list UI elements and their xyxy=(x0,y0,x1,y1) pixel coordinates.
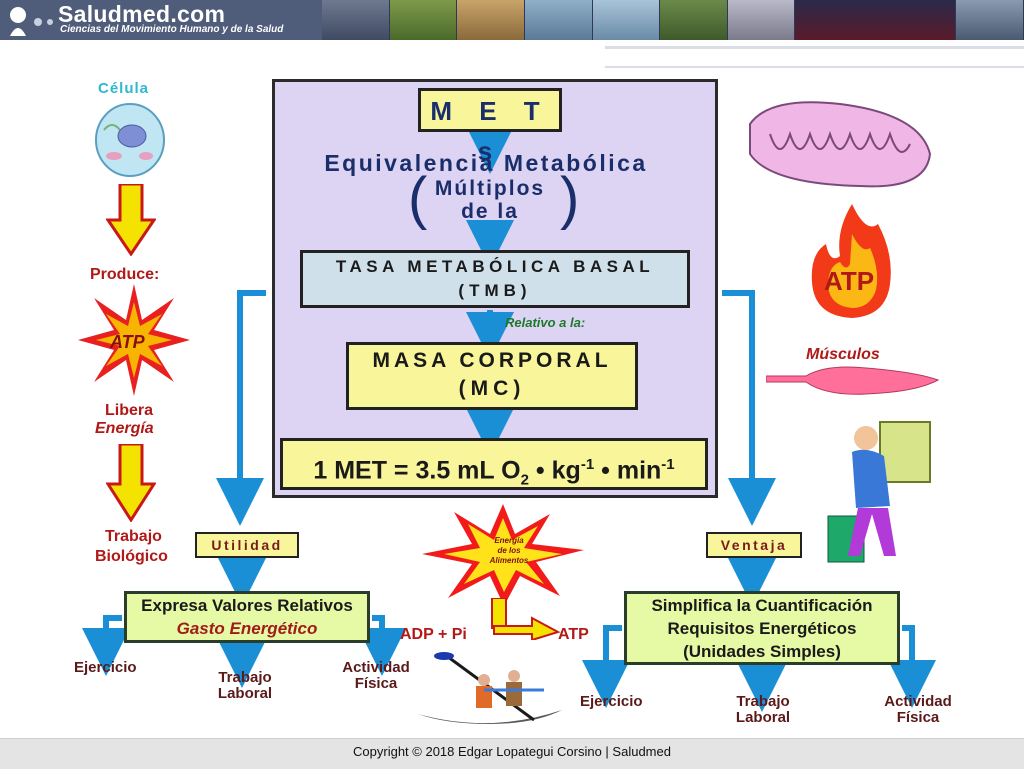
site-tagline: Ciencias del Movimiento Humano y de la S… xyxy=(60,24,284,35)
photo-gymnast xyxy=(592,0,661,40)
left-parenthesis: ( xyxy=(408,166,428,231)
worker-carrying-boxes-icon xyxy=(827,421,931,563)
masa-line2: (MC) xyxy=(458,377,526,400)
energia-alimentos-label: Energía de los Alimentos xyxy=(473,536,545,566)
energy-to-atp-arrow-icon xyxy=(491,598,561,640)
trabajo-left-label-2: Laboral xyxy=(217,685,273,702)
copyright-text: Copyright © 2018 Edgar Lopategui Corsino… xyxy=(353,744,671,759)
equivalencia-title: Equivalencia Metabólica xyxy=(324,150,648,176)
trabajo-right-label-1: Trabajo xyxy=(736,693,790,710)
arrow-to-ejercicio-right xyxy=(582,625,630,708)
trabajo-biologico-label-1: Trabajo xyxy=(105,528,162,545)
masa-box xyxy=(346,342,638,410)
photo-climber xyxy=(457,0,525,40)
photo-ecg-heart xyxy=(795,0,957,40)
trabajo-biologico-label-2: Biológico xyxy=(95,548,168,565)
multiplos-line1: Múltiplos xyxy=(434,177,546,200)
formula-min-exp: -1 xyxy=(661,456,675,473)
down-arrow-icon xyxy=(106,184,156,256)
photo-treadmill xyxy=(727,0,796,40)
produce-label: Produce: xyxy=(90,266,160,283)
mets-title: M E T s xyxy=(418,88,562,166)
right-parenthesis: ) xyxy=(560,166,580,231)
formula-dot-1: • xyxy=(535,456,545,485)
flame-icon xyxy=(811,204,891,318)
energia-alimentos-line3: Alimentos xyxy=(489,556,529,565)
tmb-box xyxy=(300,250,690,308)
actividad-left-label-1: Actividad xyxy=(342,659,410,676)
trabajo-left-label-1: Trabajo xyxy=(218,669,272,686)
footer xyxy=(0,738,1024,769)
arrow-to-actividad-right xyxy=(888,625,936,708)
simplifica-line2: Requisitos Energéticos xyxy=(667,619,857,638)
site-header: Saludmed.com Ciencias del Movimiento Hum… xyxy=(0,0,1024,40)
arrow-to-ejercicio-left xyxy=(82,615,130,676)
photo-forest xyxy=(389,0,458,40)
formula-prefix: 1 MET = 3.5 mL O xyxy=(313,456,521,485)
photo-stretch xyxy=(660,0,728,40)
arrow-to-actividad-left xyxy=(358,615,406,676)
formula-kg-exp: -1 xyxy=(580,456,595,473)
simplifica-line3: (Unidades Simples) xyxy=(683,642,841,661)
simplifica-line1: Simplifica la Cuantificación xyxy=(651,596,873,615)
actividad-right-label-2: Física xyxy=(896,709,940,726)
ejercicio-right-label: Ejercicio xyxy=(580,693,643,710)
ventaja-label: Ventaja xyxy=(706,532,802,558)
expresa-box xyxy=(124,591,370,643)
simplifica-box xyxy=(624,591,900,665)
down-arrow-icon xyxy=(106,444,156,522)
kayak-icon xyxy=(418,652,562,724)
energy-starburst-icon xyxy=(422,504,584,606)
cell-icon xyxy=(95,103,165,177)
expresa-line2: Gasto Energético xyxy=(176,619,318,638)
trabajo-right-label-2: Laboral xyxy=(735,709,791,726)
site-name: Saludmed.com xyxy=(58,1,226,27)
met-formula: 1 MET = 3.5 mL O2 • kg-1 • min-1 xyxy=(280,438,708,490)
actividad-right-label-1: Actividad xyxy=(884,693,952,710)
photo-runner xyxy=(322,0,390,40)
musculos-label: Músculos xyxy=(806,346,880,363)
masa-line1: MASA CORPORAL xyxy=(372,349,612,372)
libera-label-1: Libera xyxy=(105,402,154,419)
formula-min: min xyxy=(616,456,662,485)
arrow-to-ventaja xyxy=(722,290,776,526)
atp-starburst-icon xyxy=(78,284,190,396)
expresa-line1: Expresa Valores Relativos xyxy=(141,596,353,615)
celula-label: Célula xyxy=(98,80,150,97)
adp-pi-label: ADP + Pi xyxy=(400,626,467,643)
formula-dot-2: • xyxy=(601,456,610,485)
atp-mid-label: ATP xyxy=(558,626,589,643)
libera-label-2: Energía xyxy=(95,420,154,437)
header-divider xyxy=(605,46,1024,68)
formula-kg: kg xyxy=(551,456,581,485)
photo-strip xyxy=(322,0,1024,40)
atp-flame-label: ATP xyxy=(824,266,875,296)
actividad-left-label-2: Física xyxy=(354,675,398,692)
mitochondrion-icon xyxy=(749,101,932,188)
multiplos-line2: de la xyxy=(461,200,519,223)
energia-alimentos-line1: Energía xyxy=(494,536,524,545)
muscle-icon xyxy=(766,366,940,395)
saludmed-logo-icon xyxy=(10,7,53,36)
relativo-label: Relativo a la: xyxy=(505,315,586,330)
photo-cyclists xyxy=(524,0,593,40)
utilidad-label: Utilidad xyxy=(195,532,299,558)
energia-alimentos-line2: de los xyxy=(497,546,521,555)
atp-star-label: ATP xyxy=(110,332,145,352)
arrow-to-utilidad xyxy=(216,290,266,526)
ejercicio-left-label: Ejercicio xyxy=(74,659,137,676)
formula-o2-sub: 2 xyxy=(520,471,529,489)
tmb-line1: TASA METABÓLICA BASAL xyxy=(335,257,655,276)
tmb-line2: (TMB) xyxy=(458,281,532,300)
